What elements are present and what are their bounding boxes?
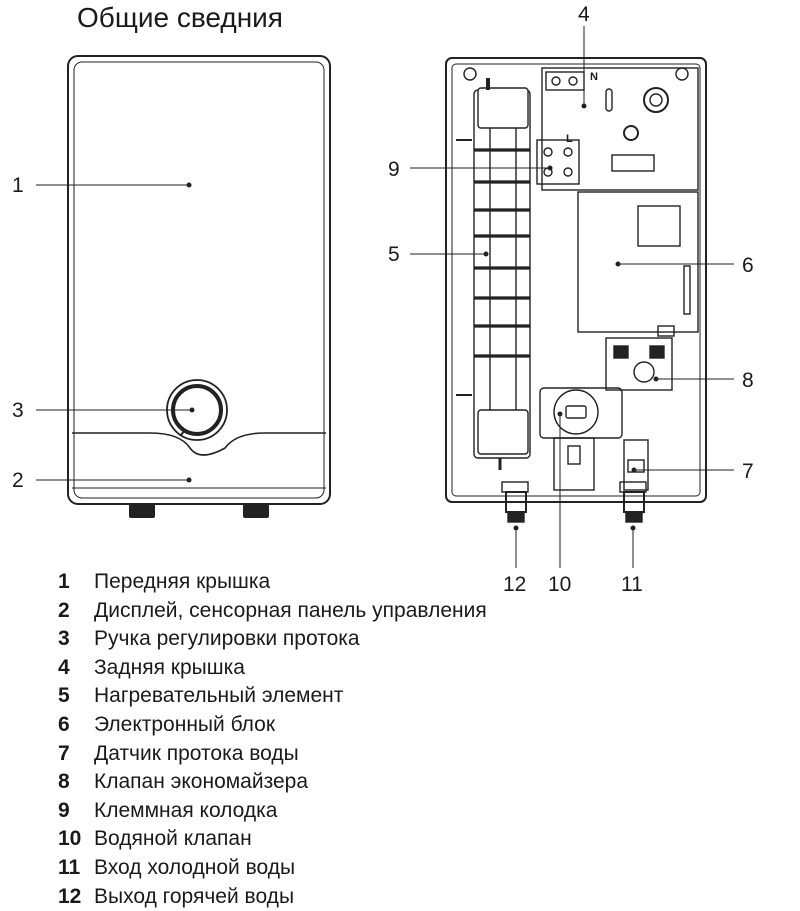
callout-3: 3 xyxy=(12,399,24,422)
legend-item: 6 Электронный блок xyxy=(58,711,778,740)
front-cover xyxy=(67,55,331,505)
legend-item: 3 Ручка регулировки протока xyxy=(58,625,778,654)
terminal-area xyxy=(541,67,699,191)
legend-text: Клапан экономайзера xyxy=(94,770,309,794)
legend-item: 2 Дисплей, сенсорная панель управления xyxy=(58,597,778,626)
legend-text: Передняя крышка xyxy=(94,570,271,593)
legend-number: 5 xyxy=(58,684,70,708)
knob-mark xyxy=(180,429,186,436)
front-fitting-left xyxy=(129,504,155,518)
legend-text: Клеммная колодка xyxy=(94,798,278,822)
callout-9: 9 xyxy=(388,158,400,181)
reset-button xyxy=(643,87,669,113)
legend-text: Датчик протока воды xyxy=(94,741,299,765)
front-cover-inner xyxy=(73,61,325,499)
heating-element xyxy=(473,78,531,470)
legend-text: Водяной клапан xyxy=(94,827,252,851)
terminal-block xyxy=(536,139,580,185)
legend-text: Дисплей, сенсорная панель управления xyxy=(94,598,487,622)
display-panel xyxy=(72,432,326,456)
water-valve xyxy=(539,387,623,439)
callout-8: 8 xyxy=(742,369,754,392)
legend-number: 4 xyxy=(58,655,70,679)
callout-4: 4 xyxy=(578,3,590,26)
legend-text: Электронный блок xyxy=(94,712,276,736)
terminal-label-l: L xyxy=(566,133,573,145)
legend-item: 5 Нагревательный элемент xyxy=(58,682,778,711)
callout-7: 7 xyxy=(742,460,754,483)
economizer-valve xyxy=(605,325,675,391)
mount-hole-right xyxy=(675,67,689,81)
connector xyxy=(611,154,655,172)
legend-number: 2 xyxy=(58,598,70,622)
electronic-unit xyxy=(577,191,699,333)
legend-text: Ручка регулировки протока xyxy=(94,627,360,651)
open-view xyxy=(445,57,707,523)
legend-item: 7 Датчик протока воды xyxy=(58,740,778,769)
legend-item: 9 Клеммная колодка xyxy=(58,797,778,826)
legend-item: 11 Вход холодной воды xyxy=(58,854,778,883)
terminal-label-n: N xyxy=(590,71,598,83)
legend-text: Вход холодной воды xyxy=(94,855,296,879)
flow-sensor xyxy=(623,439,649,491)
callout-6: 6 xyxy=(742,254,754,277)
legend-number: 12 xyxy=(58,884,82,908)
callout-2: 2 xyxy=(12,469,24,492)
legend-text: Выход горячей воды xyxy=(94,884,295,908)
callout-5: 5 xyxy=(388,243,400,266)
callout-1: 1 xyxy=(12,174,24,197)
legend-number: 9 xyxy=(58,798,70,822)
legend-number: 3 xyxy=(58,627,70,651)
callout-10: 10 xyxy=(548,573,571,596)
back-cover xyxy=(445,57,707,503)
back-cover-inner xyxy=(451,63,701,497)
callout-11: 11 xyxy=(621,573,643,596)
parts-legend: 1 Передняя крышка 2 Дисплей, сенсорная пан… xyxy=(58,568,778,911)
legend-item: 10 Водяной клапан xyxy=(58,825,778,854)
legend-text: Нагревательный элемент xyxy=(94,684,344,708)
mount-hole-left xyxy=(463,67,477,81)
inlet-pipe xyxy=(619,481,647,523)
legend-text: Задняя крышка xyxy=(94,655,245,679)
callout-12: 12 xyxy=(503,573,526,596)
leader-lines xyxy=(36,26,734,568)
legend-item: 4 Задняя крышка xyxy=(58,654,778,683)
front-view xyxy=(67,55,331,518)
legend-item: 1 Передняя крышка xyxy=(58,568,778,597)
legend-number: 8 xyxy=(58,770,70,794)
legend-number: 11 xyxy=(58,855,81,879)
legend-number: 7 xyxy=(58,741,70,765)
heater-diagram: N L 1 2 3 4 5 6 7 8 9 10 11 12 xyxy=(12,3,754,596)
legend-number: 1 xyxy=(58,570,70,593)
legend-item: 12 Выход горячей воды xyxy=(58,883,778,911)
legend-number: 10 xyxy=(58,827,82,851)
front-fitting-right xyxy=(243,504,269,518)
legend-number: 6 xyxy=(58,712,70,736)
page-title: Общие сведния xyxy=(77,2,283,33)
legend-item: 8 Клапан экономайзера xyxy=(58,768,778,797)
outlet-pipe xyxy=(501,481,529,523)
